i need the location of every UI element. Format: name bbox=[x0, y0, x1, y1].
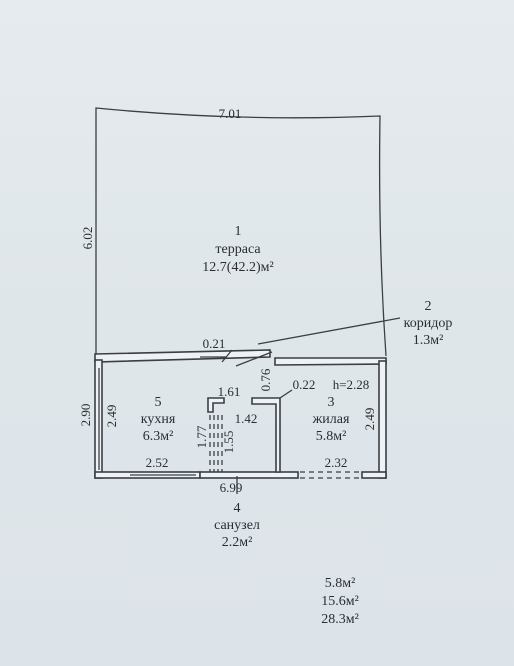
room-bath-area: 2.2м² bbox=[222, 535, 253, 550]
dim-kitchen-outer-height: 2.90 bbox=[78, 404, 93, 427]
bath-partition bbox=[251, 397, 281, 473]
total-overall-area: 28.3м² bbox=[321, 612, 359, 627]
door-swing bbox=[235, 351, 273, 367]
stair-partition bbox=[207, 397, 225, 413]
dim-living-ceiling: h=2.28 bbox=[333, 377, 370, 392]
dim-kitchen-inner-height: 2.49 bbox=[104, 405, 119, 428]
front-wall-right bbox=[274, 357, 387, 366]
corridor-leader bbox=[257, 317, 401, 345]
dim-bath-width: 1.42 bbox=[235, 411, 258, 426]
bottom-wall-mid bbox=[199, 471, 299, 479]
room-terrace-name: терраса bbox=[215, 242, 261, 257]
total-living-area: 5.8м² bbox=[324, 576, 356, 591]
room-kitchen-name: кухня bbox=[141, 412, 176, 427]
room-terrace-area: 12.7(42.2)м² bbox=[202, 260, 273, 275]
area-totals: 5.8м² 15.6м² 28.3м² bbox=[300, 575, 380, 629]
dim-living-width: 2.32 bbox=[325, 455, 348, 470]
dim-stair-height-2: 1.55 bbox=[221, 431, 236, 454]
right-wall bbox=[378, 360, 387, 479]
dim-stair-width: 1.61 bbox=[218, 384, 241, 399]
dim-corridor-gap: 0.76 bbox=[258, 368, 273, 391]
dim-stair-height-1: 1.77 bbox=[194, 425, 209, 448]
dim-bottom-total: 6.99 bbox=[220, 480, 243, 495]
gap-leader-line bbox=[279, 389, 293, 399]
total-usable-area: 15.6м² bbox=[321, 594, 359, 609]
dim-wall-gap: 0.21 bbox=[203, 336, 226, 351]
room-living-name: жилая bbox=[312, 412, 350, 427]
room-corridor-area: 1.3м² bbox=[413, 333, 444, 348]
room-kitchen-number: 5 bbox=[155, 395, 162, 410]
front-wall-left bbox=[94, 349, 271, 363]
room-living-area: 5.8м² bbox=[316, 429, 347, 444]
room-terrace-number: 1 bbox=[235, 224, 242, 239]
terrace-outline bbox=[95, 107, 387, 362]
room-kitchen-area: 6.3м² bbox=[143, 429, 174, 444]
room-bath-name: санузел bbox=[214, 518, 260, 533]
wall-gap-tick bbox=[221, 349, 233, 363]
room-bath-number: 4 bbox=[234, 501, 241, 516]
dim-living-height: 2.49 bbox=[362, 408, 377, 431]
dim-kitchen-width: 2.52 bbox=[146, 455, 169, 470]
room-corridor-number: 2 bbox=[425, 299, 432, 314]
dim-top-width: 7.01 bbox=[219, 106, 242, 121]
room-living-number: 3 bbox=[328, 395, 335, 410]
dim-left-height: 6.02 bbox=[80, 227, 95, 250]
room-corridor-name: коридор bbox=[404, 316, 453, 331]
dim-living-gap: 0.22 bbox=[293, 377, 316, 392]
bottom-wall-right bbox=[361, 471, 387, 479]
